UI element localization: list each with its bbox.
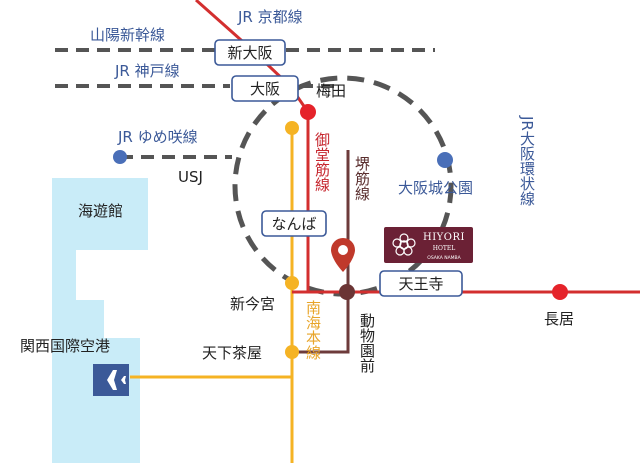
line-label-sakaisuji: 堺筋線 xyxy=(353,156,371,201)
station-dot-tengachaya[interactable] xyxy=(285,345,299,359)
airplane-icon[interactable] xyxy=(93,364,129,396)
station-box-osaka[interactable]: 大阪 xyxy=(231,75,299,102)
station-dot-usj[interactable] xyxy=(113,150,127,164)
kaiyukan-island xyxy=(52,182,144,246)
station-dot-nagai[interactable] xyxy=(552,284,568,300)
station-label-osakajo-koen: 大阪城公園 xyxy=(398,179,473,197)
hotel-name: HIYORI xyxy=(423,232,465,243)
station-dot-umeda[interactable] xyxy=(300,104,316,120)
location-pin-icon[interactable] xyxy=(331,238,355,272)
station-dot-shin-imamiya[interactable] xyxy=(285,276,299,290)
flower-logo-icon xyxy=(392,233,416,256)
station-box-shin-osaka[interactable]: 新大阪 xyxy=(214,39,286,66)
station-label-umeda: 梅田 xyxy=(316,82,346,100)
line-label-midosuji: 御堂筋線 xyxy=(313,132,331,192)
line-label-nankai: 南海本線 xyxy=(304,300,322,360)
hotel-sub1: HOTEL xyxy=(433,245,456,252)
station-box-tennoji[interactable]: 天王寺 xyxy=(379,270,463,297)
station-label-shin-imamiya: 新今宮 xyxy=(230,295,275,313)
station-dot-nankai-north[interactable] xyxy=(285,121,299,135)
station-label-nagai: 長居 xyxy=(544,310,574,328)
line-label-jr-yumesaki: JR ゆめ咲線 xyxy=(117,128,198,146)
station-label-tengachaya: 天下茶屋 xyxy=(202,344,262,362)
sakaisuji-line xyxy=(292,150,350,354)
jr-kyoto-line xyxy=(195,0,310,113)
station-dot-dobutsuen-mae[interactable] xyxy=(339,284,355,300)
hotel-logo[interactable]: HIYORI HOTEL OSAKA NAMBA xyxy=(384,227,473,263)
place-label-kaiyukan: 海遊館 xyxy=(78,202,123,220)
station-label-dobutsuen-mae: 動物園前 xyxy=(358,313,376,374)
line-label-jr-osaka-loop: JR大阪環状線 xyxy=(518,115,536,206)
station-label-usj: USJ xyxy=(178,168,203,186)
line-label-jr-kyoto: JR 京都線 xyxy=(237,8,303,26)
line-label-sanyo-shinkansen: 山陽新幹線 xyxy=(90,26,165,44)
station-box-namba[interactable]: なんば xyxy=(261,210,327,237)
station-label-shin-osaka: 新大阪 xyxy=(227,44,272,62)
station-dot-osakajo-koen[interactable] xyxy=(437,152,453,168)
station-label-namba: なんば xyxy=(271,215,316,233)
station-label-tennoji: 天王寺 xyxy=(398,275,443,293)
station-label-osaka: 大阪 xyxy=(250,80,280,98)
line-label-jr-kobe: JR 神戸線 xyxy=(114,62,180,80)
place-label-kansai-airport: 関西国際空港 xyxy=(20,337,110,355)
hotel-sub2: OSAKA NAMBA xyxy=(427,255,461,261)
